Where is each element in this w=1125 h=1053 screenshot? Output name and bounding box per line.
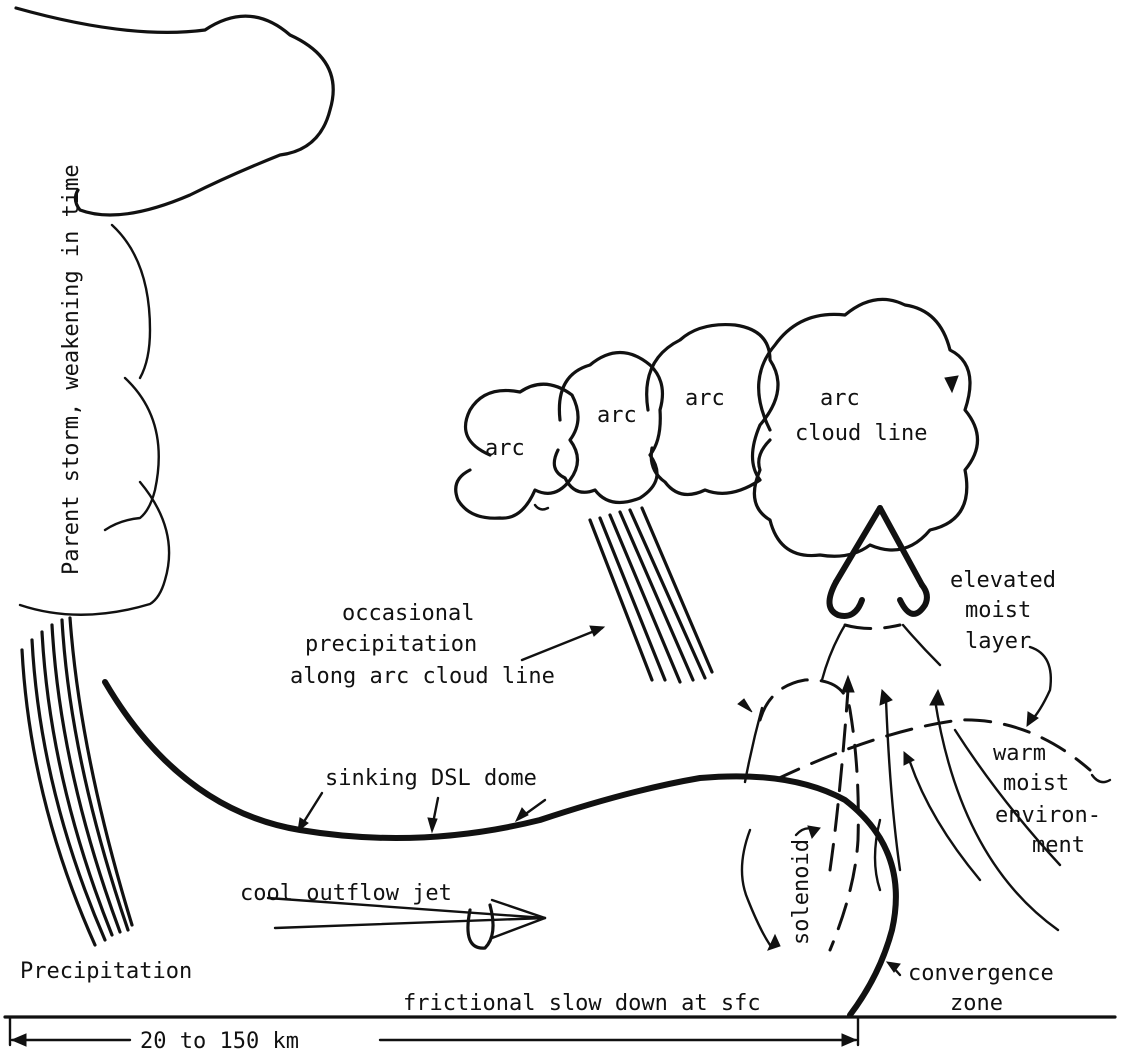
- occasional-label-2: precipitation: [305, 632, 477, 657]
- elevated-label-1: elevated: [950, 568, 1056, 593]
- arc-label-3: arc: [685, 386, 725, 411]
- solenoid-circulation: [737, 678, 860, 952]
- arc-cloud-4: [752, 297, 979, 558]
- frictional-label: frictional slow down at sfc: [403, 991, 761, 1016]
- elevated-label-3: layer: [965, 629, 1031, 654]
- parent-storm-cloud: [14, 6, 335, 616]
- arc-cloud-line-label-2: cloud line: [795, 421, 927, 446]
- parent-storm-label: Parent storm, weakening in time: [59, 164, 84, 575]
- precipitation-label: Precipitation: [20, 959, 192, 984]
- arc-precipitation-streaks: [588, 506, 714, 684]
- warm-label-3: environ-: [995, 803, 1101, 828]
- convergence-pointer: [885, 961, 902, 977]
- dsl-dome-curve: [102, 679, 899, 1018]
- warm-label-2: moist: [1003, 771, 1069, 796]
- arc-label-1: arc: [485, 436, 525, 461]
- ground-and-scale: [3, 1015, 1117, 1047]
- arc-label-2: arc: [597, 403, 637, 428]
- cool-jet-label: cool outflow jet: [240, 881, 452, 906]
- cool-outflow-jet-arrow: [266, 896, 547, 950]
- convergence-label-1: convergence: [908, 961, 1054, 986]
- precip-pointer-arrow: [520, 625, 606, 662]
- updraft-cone: [820, 505, 942, 682]
- arc-cloud-line-label-1: arc: [820, 386, 860, 411]
- warm-inflow-lines: [828, 674, 1062, 932]
- arc-cloud-1: [454, 382, 580, 520]
- elevated-label-2: moist: [965, 598, 1031, 623]
- elevated-moist-layer: [773, 718, 1092, 782]
- occasional-label-1: occasional: [342, 601, 474, 626]
- solenoid-label: solenoid: [789, 839, 814, 945]
- warm-label-1: warm: [993, 741, 1046, 766]
- elevated-layer-pointer: [1026, 645, 1052, 728]
- convergence-label-2: zone: [950, 991, 1003, 1016]
- parent-precipitation-streaks: [20, 616, 134, 947]
- warm-label-4: ment: [1032, 833, 1085, 858]
- scale-label: 20 to 150 km: [140, 1029, 299, 1053]
- occasional-label-3: along arc cloud line: [290, 664, 555, 689]
- arc-cloud-3: [645, 322, 780, 497]
- sinking-label: sinking DSL dome: [325, 766, 537, 791]
- sinking-pointer-arrows: [297, 791, 547, 834]
